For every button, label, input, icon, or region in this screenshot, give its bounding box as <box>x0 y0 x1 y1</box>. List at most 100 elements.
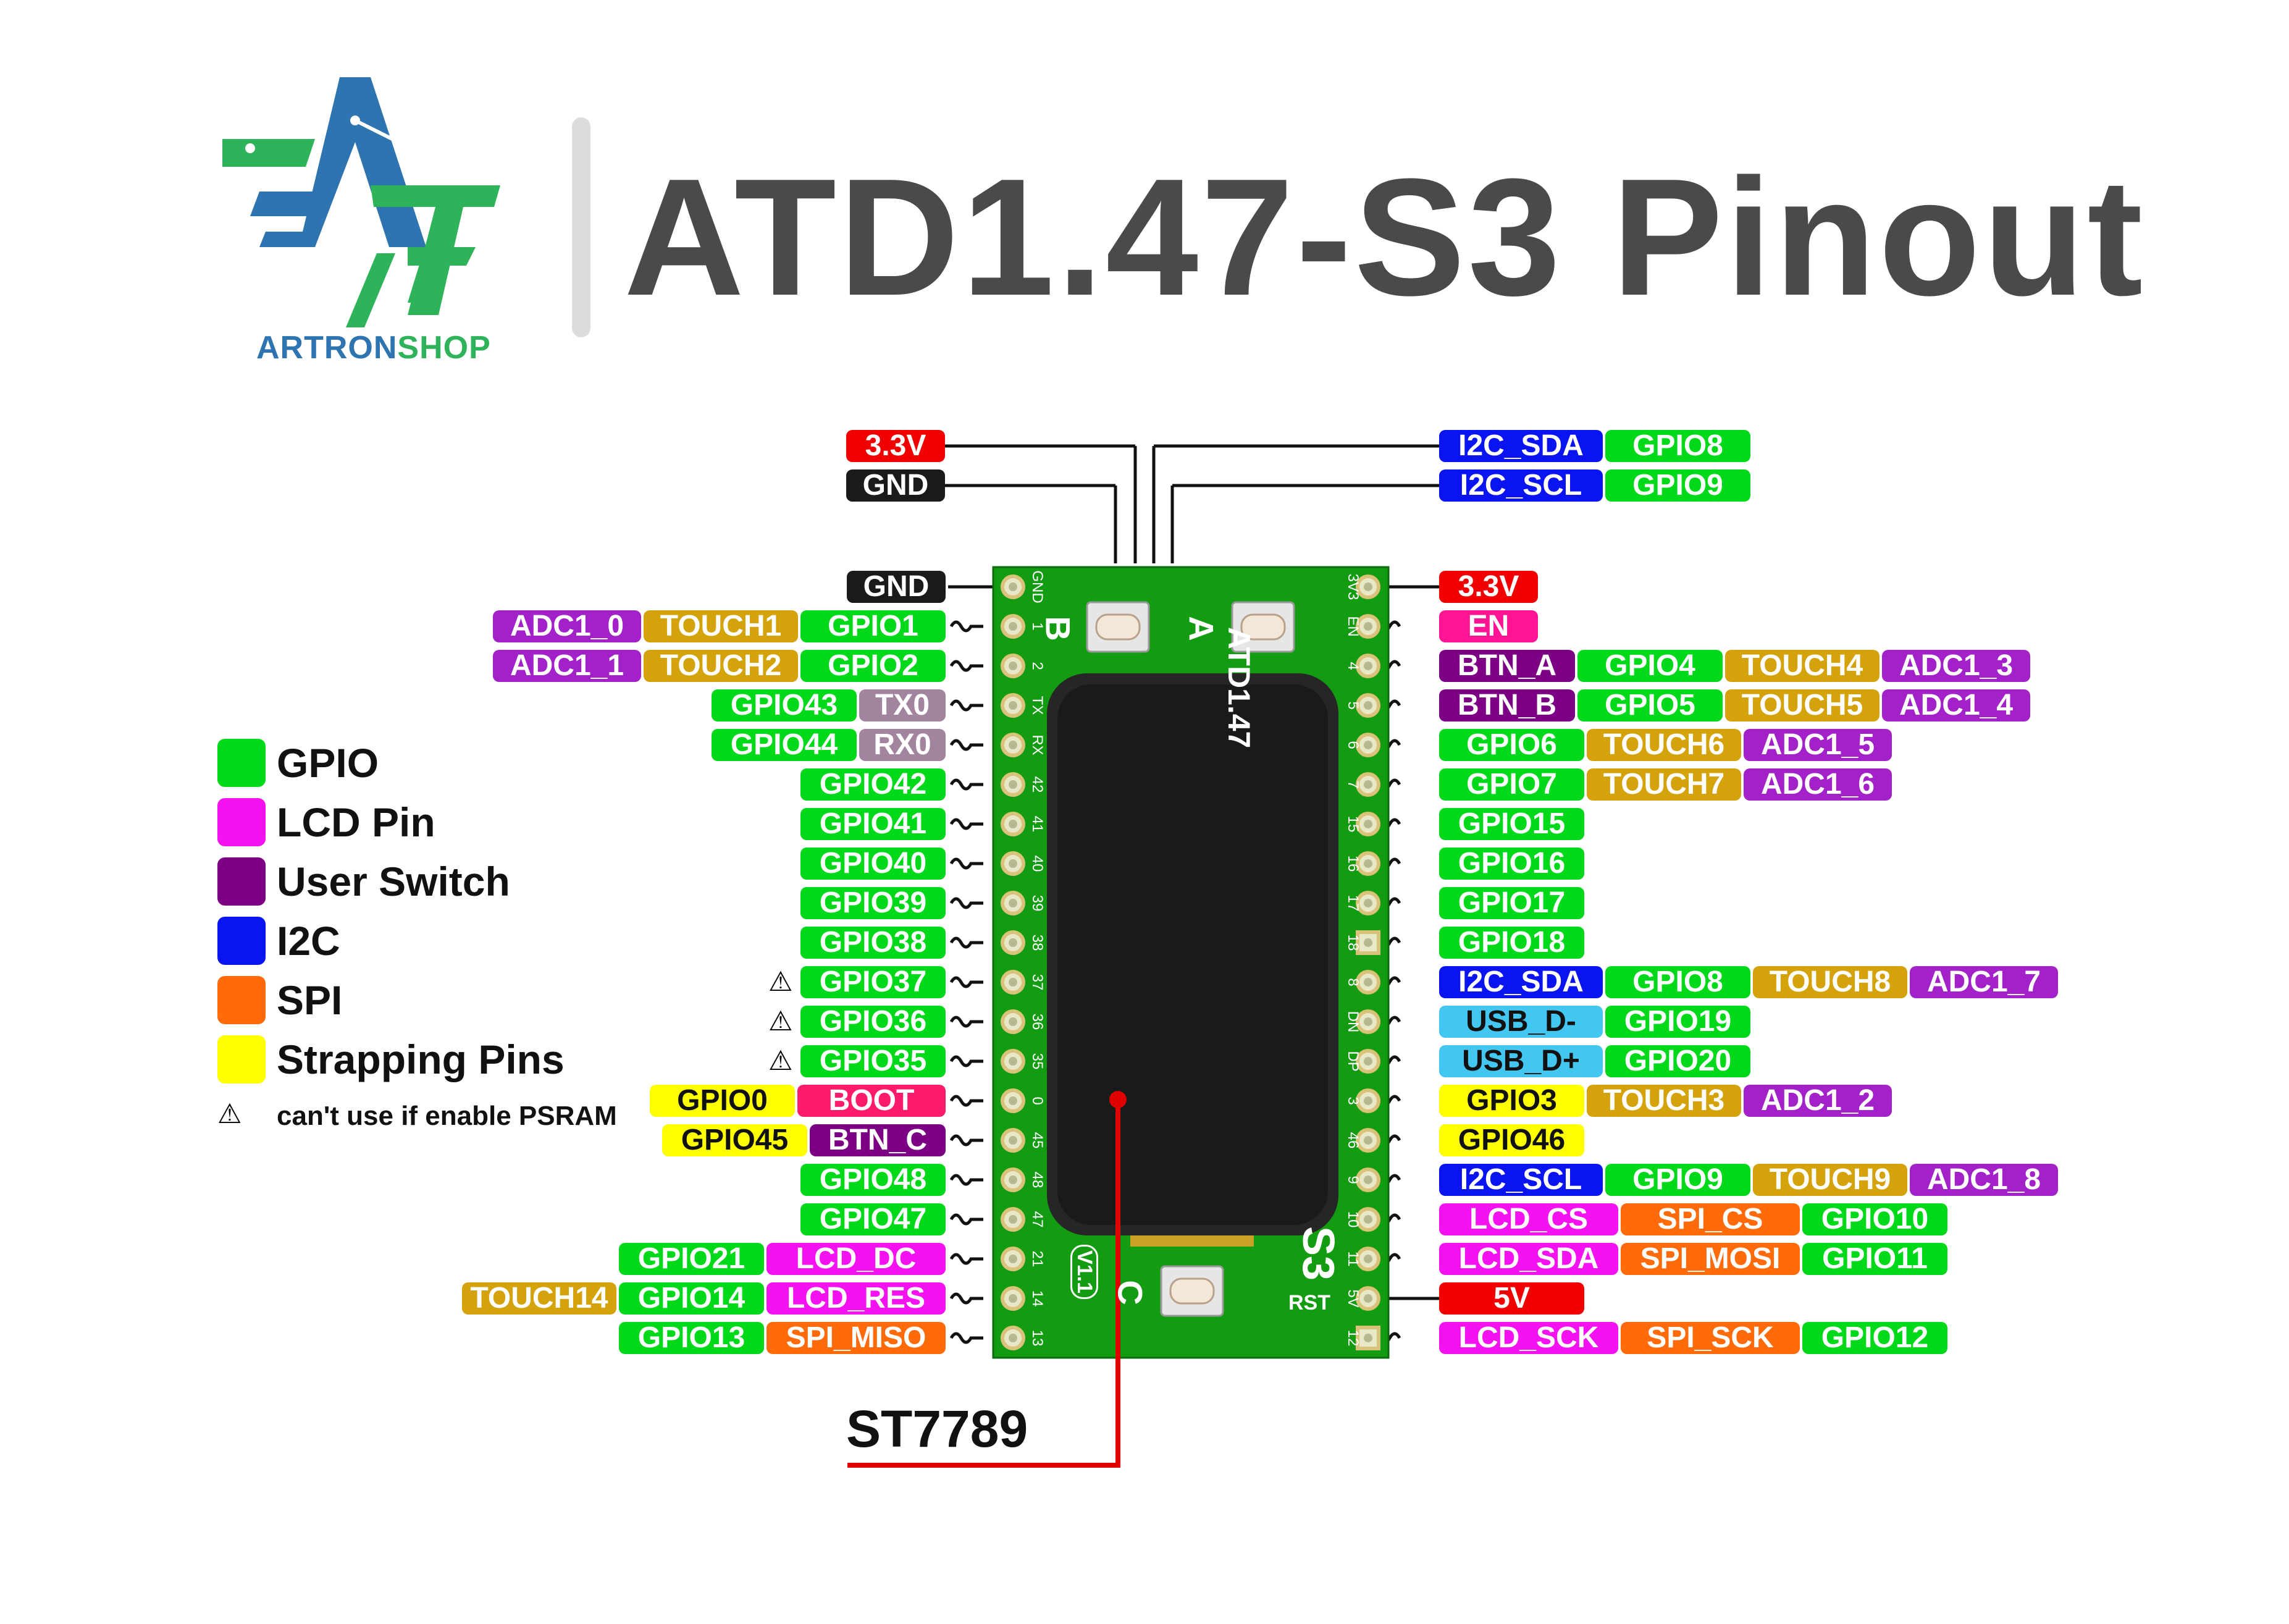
legend-label-4: SPI <box>277 977 343 1023</box>
left-pin-12-label-0: GPIO35 <box>800 1045 946 1077</box>
right-pin-2-label-2: TOUCH4 <box>1725 650 1880 682</box>
right-pin-3-label-3: ADC1_4 <box>1882 689 2030 722</box>
right-pin-8-label-0: GPIO17 <box>1439 887 1584 919</box>
warning-icon: ⚠ <box>217 1099 242 1129</box>
board-chip: S3 <box>1293 1226 1343 1281</box>
right-pin-5-label-2: ADC1_6 <box>1744 768 1892 801</box>
right-pin-2-label-1: GPIO4 <box>1577 650 1723 682</box>
brand-name: ARTRONSHOP <box>256 330 491 366</box>
right-silk-8: 17 <box>1345 895 1361 912</box>
legend-swatch-4 <box>217 976 266 1024</box>
left-pin-5-label-0: GPIO42 <box>800 768 946 801</box>
right-silk-5: 7 <box>1345 780 1361 788</box>
right-pin-7-label-0: GPIO16 <box>1439 848 1584 880</box>
right-pin-14-label-0: GPIO46 <box>1439 1124 1584 1156</box>
left-pin-3-label-1: GPIO43 <box>712 689 857 722</box>
left-pin-15-label-0: GPIO48 <box>800 1164 946 1196</box>
artronshop-logo <box>222 77 500 327</box>
left-pin-2-label-2: ADC1_1 <box>493 650 641 682</box>
legend-label-1: LCD Pin <box>277 799 435 845</box>
right-pin-15-label-3: ADC1_8 <box>1910 1164 2058 1196</box>
board-rst: RST <box>1288 1291 1330 1315</box>
left-silk-12: 35 <box>1029 1053 1046 1070</box>
right-pin-1-label-0: EN <box>1439 610 1538 642</box>
left-pin-6-label-0: GPIO41 <box>800 808 946 840</box>
left-pin-17-label-0: LCD_DC <box>766 1243 946 1275</box>
left-pin-18-label-1: GPIO14 <box>619 1282 764 1315</box>
left-pin-1-label-2: ADC1_0 <box>493 610 641 642</box>
legend-label-5: Strapping Pins <box>277 1037 565 1082</box>
right-silk-13: 3 <box>1345 1096 1361 1104</box>
right-pin-3-label-1: GPIO5 <box>1577 689 1723 722</box>
left-pin-14-label-1: GPIO45 <box>662 1124 807 1156</box>
top-right-pin-0-label-1: GPIO8 <box>1605 430 1750 462</box>
right-pin-15-label-0: I2C_SCL <box>1439 1164 1603 1196</box>
right-pin-11-label-0: USB_D- <box>1439 1006 1603 1038</box>
right-pin-10-label-3: ADC1_7 <box>1910 966 2058 998</box>
legend-swatch-0 <box>217 739 266 787</box>
left-pin-16-label-0: GPIO47 <box>800 1203 946 1235</box>
st7789-leader <box>847 1100 1120 1468</box>
right-silk-15: 9 <box>1345 1176 1361 1184</box>
left-pin-4-label-0: RX0 <box>859 729 946 761</box>
right-pin-17-label-0: LCD_SDA <box>1439 1243 1618 1275</box>
left-pin-4-label-1: GPIO44 <box>712 729 857 761</box>
right-pin-5-label-0: GPIO7 <box>1439 768 1584 801</box>
left-silk-15: 48 <box>1029 1172 1046 1189</box>
right-pin-6-label-0: GPIO15 <box>1439 808 1584 840</box>
right-pin-19-label-1: SPI_SCK <box>1621 1322 1800 1354</box>
board-label-c: C <box>1111 1280 1150 1305</box>
right-pin-3-label-0: BTN_B <box>1439 689 1575 722</box>
right-pin-16-label-2: GPIO10 <box>1802 1203 1947 1235</box>
top-right-pin-1-label-0: I2C_SCL <box>1439 469 1603 502</box>
left-silk-5: 42 <box>1029 776 1046 793</box>
left-pin-0-label-0: GND <box>847 571 946 603</box>
left-silk-9: 38 <box>1029 935 1046 951</box>
right-silk-18: 5V <box>1345 1289 1361 1307</box>
right-silk-6: 15 <box>1345 816 1361 833</box>
button-b-switch <box>1086 601 1150 653</box>
top-right-pin-0-label-0: I2C_SDA <box>1439 430 1603 462</box>
right-silk-4: 6 <box>1345 741 1361 749</box>
legend-label-2: User Switch <box>277 859 510 904</box>
button-c-switch <box>1160 1265 1224 1317</box>
right-pin-5-label-1: TOUCH7 <box>1587 768 1741 801</box>
right-pin-10-label-1: GPIO8 <box>1605 966 1750 998</box>
right-pin-11-label-1: GPIO19 <box>1605 1006 1750 1038</box>
right-silk-3: 5 <box>1345 701 1361 709</box>
right-pin-3-label-2: TOUCH5 <box>1725 689 1880 722</box>
left-pin-18-label-0: LCD_RES <box>766 1282 946 1315</box>
right-silk-7: 16 <box>1345 856 1361 872</box>
left-pin-19-label-1: GPIO13 <box>619 1322 764 1354</box>
right-pin-16-label-1: SPI_CS <box>1621 1203 1800 1235</box>
left-silk-19: 13 <box>1029 1330 1046 1347</box>
right-pin-10-label-0: I2C_SDA <box>1439 966 1603 998</box>
top-right-pin-1-label-1: GPIO9 <box>1605 469 1750 502</box>
right-pin-17-label-2: GPIO11 <box>1802 1243 1947 1275</box>
right-pin-2-label-3: ADC1_3 <box>1882 650 2030 682</box>
right-pin-18-label-0: 5V <box>1439 1282 1584 1315</box>
left-pin-18-label-2: TOUCH14 <box>462 1282 616 1315</box>
right-pin-19-label-2: GPIO12 <box>1802 1322 1947 1354</box>
right-pin-15-label-2: TOUCH9 <box>1753 1164 1907 1196</box>
silk-group: GND12TXRX424140393837363504548472114133V… <box>1029 570 1361 1346</box>
right-pin-15-label-1: GPIO9 <box>1605 1164 1750 1196</box>
top-left-pin-0-label-0: 3.3V <box>846 430 945 462</box>
right-silk-2: 4 <box>1345 662 1361 670</box>
right-pin-4-label-2: ADC1_5 <box>1744 729 1892 761</box>
left-pin-2-label-1: TOUCH2 <box>644 650 798 682</box>
legend-swatch-3 <box>217 917 266 965</box>
left-silk-4: RX <box>1029 734 1046 755</box>
right-pin-4-label-0: GPIO6 <box>1439 729 1584 761</box>
right-pin-12-label-0: USB_D+ <box>1439 1045 1603 1077</box>
left-pin-8-label-0: GPIO39 <box>800 887 946 919</box>
legend-label-3: I2C <box>277 918 340 964</box>
title-divider <box>572 117 590 337</box>
left-silk-17: 21 <box>1029 1251 1046 1268</box>
left-silk-1: 1 <box>1029 622 1046 630</box>
left-pin-3-label-0: TX0 <box>859 689 946 722</box>
right-pin-13-label-2: ADC1_2 <box>1744 1085 1892 1117</box>
right-pin-16-label-0: LCD_CS <box>1439 1203 1618 1235</box>
left-silk-13: 0 <box>1029 1096 1046 1104</box>
